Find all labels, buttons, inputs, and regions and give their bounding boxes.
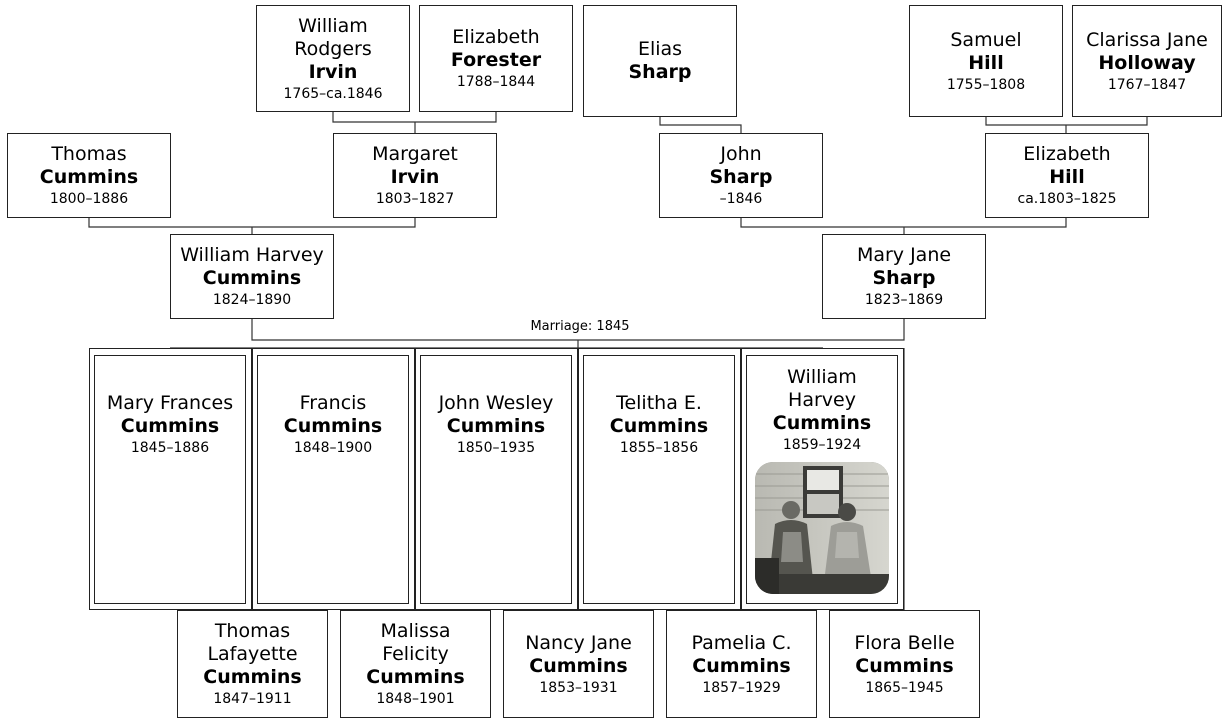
surname: Irvin — [390, 166, 440, 188]
life-years: 1803–1827 — [375, 191, 455, 207]
connector-sharp-parents — [740, 218, 1067, 228]
given-name: Nancy Jane — [525, 631, 632, 654]
person-john-sharp[interactable]: John Sharp –1846 — [659, 133, 823, 218]
given-name: John — [720, 143, 762, 165]
surname: Cummins — [692, 654, 791, 677]
surname: Cummins — [772, 412, 872, 434]
life-years: 1800–1886 — [49, 191, 129, 207]
surname: Sharp — [872, 267, 936, 289]
given-name: William — [787, 366, 857, 388]
given-name: William — [298, 14, 368, 37]
life-years: 1855–1856 — [619, 440, 699, 456]
given-name: Elias — [637, 38, 683, 60]
given-name: Francis — [299, 392, 367, 414]
person-mary-jane-sharp[interactable]: Mary Jane Sharp 1823–1869 — [822, 234, 986, 319]
connector-elias-john — [659, 117, 742, 133]
life-years: –1846 — [719, 191, 763, 207]
surname: Cummins — [529, 654, 628, 677]
surname: Cummins — [203, 666, 302, 688]
life-years: 1755–1808 — [946, 76, 1026, 93]
person-telitha-cummins[interactable]: Telitha E. Cummins 1855–1856 — [583, 355, 735, 604]
person-elias-sharp[interactable]: Elias Sharp — [583, 5, 737, 117]
connector-hill-parents — [985, 117, 1148, 126]
person-elizabeth-forester[interactable]: Elizabeth Forester 1788–1844 — [419, 5, 573, 112]
given-name: Pamelia C. — [691, 631, 792, 654]
surname: Forester — [450, 49, 542, 71]
life-years: 1865–1945 — [865, 679, 944, 696]
surname: Sharp — [628, 61, 692, 83]
life-years: 1767–1847 — [1107, 76, 1187, 93]
person-malissa-felicity-cummins[interactable]: Malissa Felicity Cummins 1848–1901 — [340, 610, 491, 718]
person-william-harvey-cummins-jr[interactable]: William Harvey Cummins 1859–1924 — [746, 355, 898, 604]
person-thomas-cummins[interactable]: Thomas Cummins 1800–1886 — [7, 133, 171, 218]
life-years: 1824–1890 — [212, 292, 292, 308]
life-years: 1848–1900 — [293, 440, 373, 456]
given-name: Margaret — [372, 143, 458, 165]
person-flora-belle-cummins[interactable]: Flora Belle Cummins 1865–1945 — [829, 610, 980, 718]
surname: Sharp — [709, 166, 773, 188]
given-name: Clarissa Jane — [1086, 28, 1208, 51]
given-name: Samuel — [950, 28, 1022, 51]
person-francis-cummins[interactable]: Francis Cummins 1848–1900 — [257, 355, 409, 604]
surname: Cummins — [855, 654, 954, 677]
life-years: 1845–1886 — [130, 440, 210, 456]
person-thomas-lafayette-cummins[interactable]: Thomas Lafayette Cummins 1847–1911 — [177, 610, 328, 718]
given-name: Felicity — [382, 643, 449, 665]
surname: Cummins — [39, 166, 139, 188]
surname: Cummins — [202, 267, 302, 289]
marriage-label: Marriage: 1845 — [530, 319, 630, 334]
person-margaret-irvin[interactable]: Margaret Irvin 1803–1827 — [333, 133, 497, 218]
surname: Hill — [1049, 166, 1085, 188]
given-name: Rodgers — [294, 37, 372, 60]
given-name: Telitha E. — [616, 392, 702, 414]
surname: Cummins — [446, 415, 546, 437]
life-years: 1857–1929 — [702, 679, 781, 696]
given-name: Elizabeth — [1023, 143, 1111, 165]
given-name: Thomas — [51, 143, 127, 165]
life-years: 1823–1869 — [864, 292, 944, 308]
surname: Holloway — [1098, 51, 1196, 74]
given-name: Thomas — [214, 620, 291, 642]
life-years: 1788–1844 — [456, 74, 536, 90]
person-samuel-hill[interactable]: Samuel Hill 1755–1808 — [909, 5, 1063, 117]
surname: Cummins — [609, 415, 709, 437]
life-years: 1850–1935 — [456, 440, 536, 456]
given-name: Harvey — [788, 389, 856, 411]
life-years: 1853–1931 — [539, 679, 618, 696]
connector-cummins-parents — [88, 218, 416, 228]
person-william-rodgers-irvin[interactable]: William Rodgers Irvin 1765–ca.1846 — [256, 5, 410, 112]
surname: Cummins — [283, 415, 383, 437]
life-years: 1765–ca.1846 — [283, 85, 383, 102]
portrait-photo — [755, 462, 889, 594]
life-years: 1859–1924 — [782, 437, 862, 453]
person-william-harvey-cummins-sr[interactable]: William Harvey Cummins 1824–1890 — [170, 234, 334, 319]
life-years: 1848–1901 — [376, 691, 455, 707]
given-name: Mary Frances — [106, 392, 234, 414]
given-name: John Wesley — [438, 392, 554, 414]
surname: Cummins — [366, 666, 465, 688]
surname: Irvin — [308, 60, 358, 83]
person-john-wesley-cummins[interactable]: John Wesley Cummins 1850–1935 — [420, 355, 572, 604]
surname: Cummins — [120, 415, 220, 437]
given-name: Malissa — [380, 620, 451, 642]
given-name: Flora Belle — [854, 631, 955, 654]
person-clarissa-jane-holloway[interactable]: Clarissa Jane Holloway 1767–1847 — [1072, 5, 1222, 117]
given-name: Lafayette — [207, 643, 298, 665]
given-name: Elizabeth — [452, 26, 540, 48]
photo-image — [755, 462, 889, 594]
life-years: ca.1803–1825 — [1017, 191, 1117, 207]
person-elizabeth-hill[interactable]: Elizabeth Hill ca.1803–1825 — [985, 133, 1149, 218]
given-name: William Harvey — [180, 244, 324, 266]
person-pamelia-cummins[interactable]: Pamelia C. Cummins 1857–1929 — [666, 610, 817, 718]
person-nancy-jane-cummins[interactable]: Nancy Jane Cummins 1853–1931 — [503, 610, 654, 718]
surname: Hill — [968, 51, 1004, 74]
given-name: Mary Jane — [856, 244, 952, 266]
life-years: 1847–1911 — [213, 691, 292, 707]
connector-irvin-parents — [332, 112, 497, 123]
person-mary-frances-cummins[interactable]: Mary Frances Cummins 1845–1886 — [94, 355, 246, 604]
